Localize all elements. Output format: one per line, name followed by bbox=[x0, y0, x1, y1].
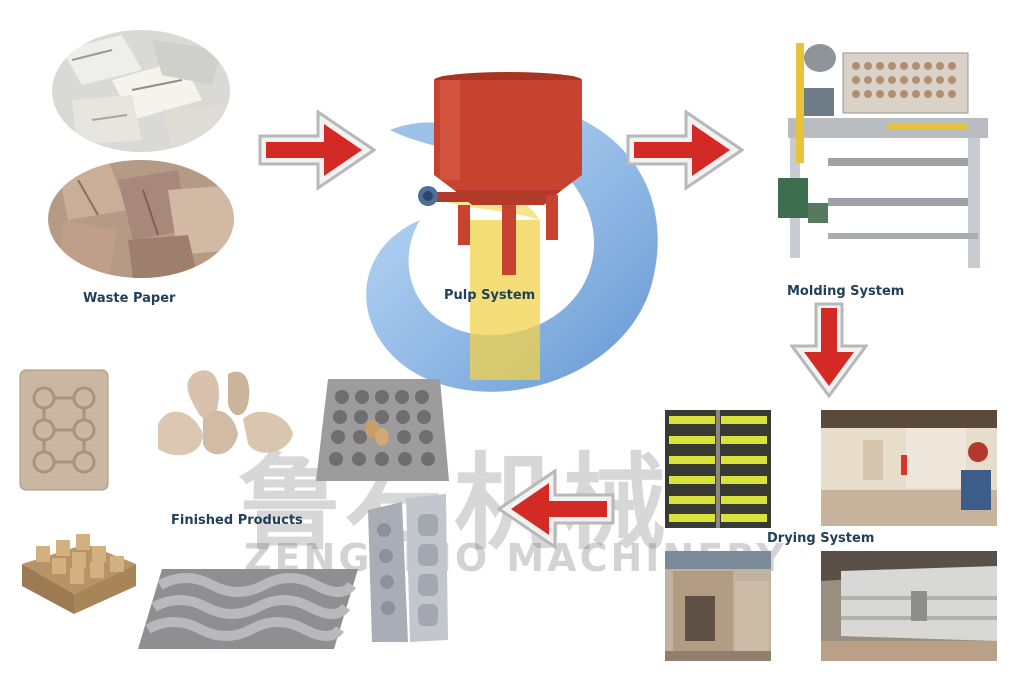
molding-system-label: Molding System bbox=[787, 284, 905, 299]
waste-cardboard-photo bbox=[48, 160, 234, 278]
arrow-right-icon bbox=[258, 109, 376, 191]
waste-paper-label: Waste Paper bbox=[83, 291, 176, 306]
finished-products-label: Finished Products bbox=[171, 513, 303, 528]
drying-tunnel-metal-photo bbox=[821, 551, 997, 661]
product-block-tray-photo bbox=[16, 524, 136, 616]
molding-machine-image bbox=[768, 28, 998, 273]
egg-tray-photo bbox=[316, 375, 449, 485]
pulp-system-label: Pulp System bbox=[444, 288, 536, 303]
waste-paper-photo-top bbox=[52, 30, 230, 152]
drying-room-photo bbox=[821, 410, 997, 526]
egg-carton-photo bbox=[362, 494, 452, 644]
product-packaging-inserts-image bbox=[158, 370, 293, 456]
drying-system-label: Drying System bbox=[767, 531, 875, 546]
drying-rack-photo bbox=[665, 410, 771, 528]
product-wave-tray-photo bbox=[138, 567, 358, 651]
product-tray-square-photo bbox=[16, 368, 112, 492]
arrow-down-icon bbox=[790, 302, 868, 398]
pulp-tank-image bbox=[418, 72, 582, 275]
arrow-left-icon bbox=[497, 468, 615, 550]
drying-tunnel-brick-photo bbox=[665, 551, 771, 661]
arrow-right-icon bbox=[626, 109, 744, 191]
